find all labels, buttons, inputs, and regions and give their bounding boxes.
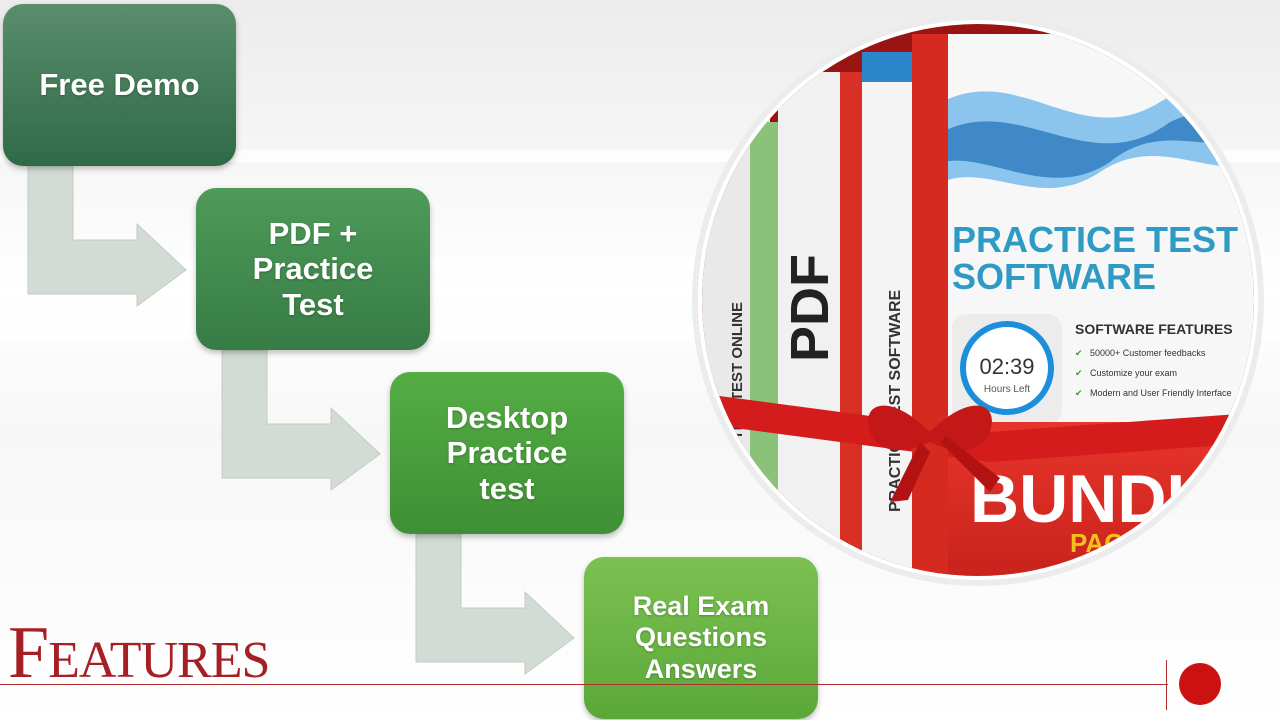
- bottom-rule: [0, 684, 1168, 685]
- check-icon: ✔: [1075, 348, 1083, 358]
- ribbon-bow: [868, 405, 992, 451]
- step-label: Practice: [446, 435, 568, 471]
- bottom-divider: [1166, 660, 1167, 710]
- step-label: Test: [282, 286, 344, 322]
- step-desktop-practice-test: Desktop Practice test: [390, 372, 624, 534]
- slide-title: Features: [8, 612, 270, 694]
- spine-pdf-text: PDF: [780, 254, 840, 362]
- feature-item: Customize your exam: [1090, 368, 1177, 378]
- connector-arrow-3: [415, 533, 575, 675]
- step-pdf-practice-test: PDF + Practice Test: [196, 188, 430, 350]
- background-stripe: [0, 258, 1280, 268]
- bundle-text: BUNDLE: [970, 461, 1253, 537]
- practice-title-2: SOFTWARE: [952, 256, 1156, 297]
- connector-arrow-2: [221, 349, 381, 491]
- step-label: Free Demo: [39, 67, 200, 103]
- red-dot-icon: [1179, 663, 1221, 705]
- step-label: Answers: [644, 653, 758, 684]
- connector-arrow-1: [27, 165, 187, 307]
- feature-item: 50000+ Customer feedbacks: [1090, 348, 1206, 358]
- step-label: Questions: [634, 622, 768, 653]
- spine-software-text: PRACTICE TEST SOFTWARE: [887, 289, 904, 512]
- step-label: Desktop: [445, 399, 569, 435]
- step-label: test: [479, 470, 535, 506]
- step-label: PDF +: [268, 215, 358, 251]
- step-free-demo: Free Demo: [3, 4, 236, 166]
- feature-item: Modern and User Friendly Interface: [1090, 388, 1232, 398]
- check-icon: ✔: [1075, 368, 1083, 378]
- step-label: Real Exam: [632, 591, 770, 622]
- timer-text: 02:39: [979, 354, 1034, 379]
- product-bundle-image: 02:39 Hours Left PRACTICE TEST SOFTWARE …: [692, 14, 1264, 586]
- check-icon: ✔: [1075, 388, 1083, 398]
- step-label: Practice: [252, 251, 374, 287]
- features-heading: SOFTWARE FEATURES: [1075, 321, 1233, 337]
- timer-label: Hours Left: [984, 384, 1030, 395]
- practice-title-1: PRACTICE TEST: [952, 219, 1238, 260]
- step-real-exam-questions: Real Exam Questions Answers: [584, 557, 818, 719]
